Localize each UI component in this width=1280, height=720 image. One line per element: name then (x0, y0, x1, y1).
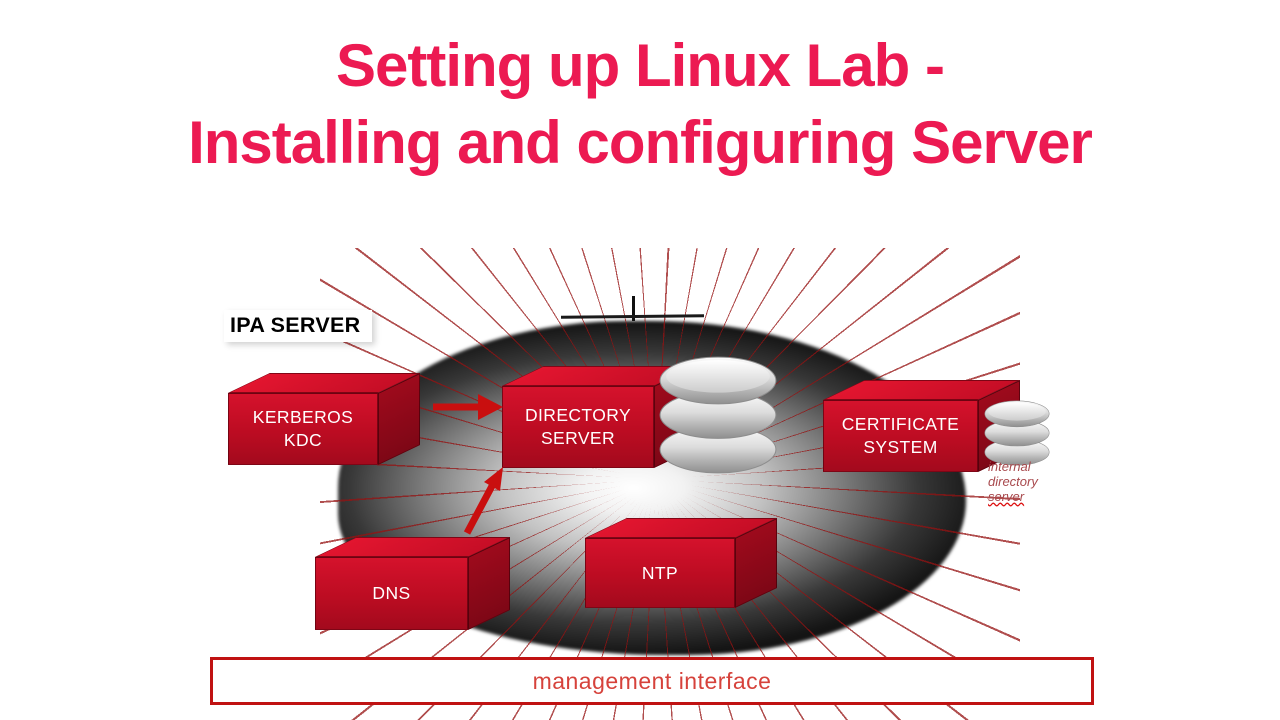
node-label: DNS (372, 583, 411, 603)
annotation-internal-directory-server: internal directory server (988, 459, 1038, 505)
box-front-face: DIRECTORY SERVER (502, 386, 654, 468)
box-front-face: CERTIFICATE SYSTEM (823, 400, 978, 472)
box-front-face: NTP (585, 538, 735, 608)
page-title-line-2: Installing and configuring Server (188, 108, 1093, 176)
database-icon (984, 400, 1050, 466)
annotation-line: server (988, 488, 1025, 504)
box-front-face: KERBEROS KDC (228, 393, 378, 465)
annotation-line: directory (988, 473, 1038, 489)
annotation-line: internal (988, 459, 1031, 474)
management-interface-label: management interface (532, 667, 772, 694)
ipa-server-label: IPA SERVER (224, 310, 373, 342)
database-icon (659, 356, 777, 474)
box-front-face: DNS (315, 557, 468, 630)
page-title: Setting up Linux Lab - Installing and co… (0, 28, 1280, 182)
node-label: SERVER (540, 428, 616, 448)
database-icon (659, 356, 777, 474)
database-icon (984, 400, 1050, 466)
node-label: DIRECTORY (524, 405, 632, 425)
node-label: NTP (641, 562, 679, 583)
node-label: CERTIFICATE (841, 414, 960, 434)
management-interface-box: management interface (210, 657, 1094, 705)
node-label: SYSTEM (863, 437, 938, 457)
node-label: KDC (283, 430, 323, 450)
page-title-line-1: Setting up Linux Lab - (336, 32, 945, 99)
sketch-mark-vertical (632, 296, 635, 321)
starburst-rays (320, 248, 1020, 720)
node-label: KERBEROS (252, 407, 354, 427)
